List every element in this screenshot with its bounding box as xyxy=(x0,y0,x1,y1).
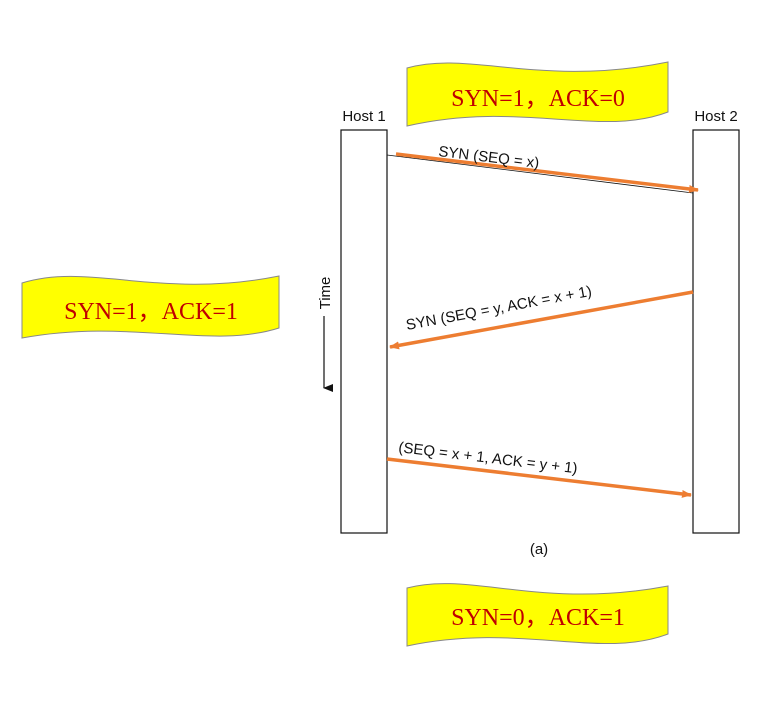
flag-banner-syn1-ack0: SYN=1，ACK=0 xyxy=(406,61,669,127)
flag-text-second: SYN=1，ACK=1 xyxy=(64,299,238,325)
message-1-thin-line xyxy=(386,154,694,194)
host-1-label: Host 1 xyxy=(342,108,385,125)
message-3-arrow xyxy=(386,457,692,498)
time-label: Time xyxy=(317,277,334,310)
flag-banner-syn0-ack1: SYN=0，ACK=1 xyxy=(406,583,669,647)
message-2-arrow xyxy=(389,290,694,350)
flag-text-first: SYN=1，ACK=0 xyxy=(451,86,625,112)
message-1-arrow xyxy=(395,152,699,193)
host-2-label: Host 2 xyxy=(694,108,737,125)
host-1-bar xyxy=(340,129,388,534)
host-2-bar xyxy=(692,129,740,534)
flag-text-third: SYN=0，ACK=1 xyxy=(451,605,625,631)
diagram-caption: (a) xyxy=(530,541,548,558)
flag-banner-syn1-ack1: SYN=1，ACK=1 xyxy=(21,275,280,339)
